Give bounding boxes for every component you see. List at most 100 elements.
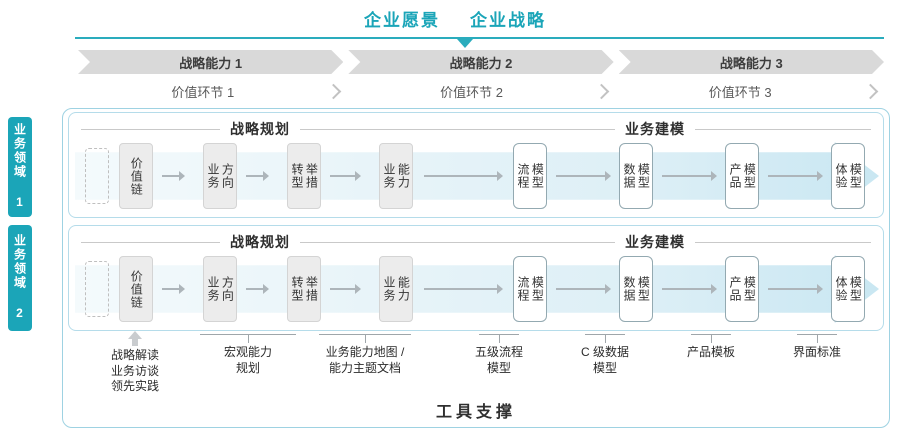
stage-box-transformation-initiatives: 转型 举措 bbox=[287, 143, 321, 209]
box-sequence: 价值链 业务 方向 转型 举措 业务 能力 流程 模型 数据 模型 产品 模型 … bbox=[75, 254, 879, 324]
divider-line bbox=[694, 241, 871, 243]
strategic-capability-bands: 战略能力 1 战略能力 2 战略能力 3 bbox=[78, 50, 884, 74]
model-box-product-model: 产品 模型 bbox=[725, 256, 759, 322]
domain-row-2: 战略规划 业务建模 价值链 业务 方向 转型 举措 业务 能力 流程 模型 数据… bbox=[68, 225, 884, 331]
annotation-macro-capability-planning: 宏观能力 规划 bbox=[200, 334, 296, 376]
right-arrow-icon bbox=[162, 284, 185, 294]
strategy-title: 企业战略 bbox=[470, 11, 546, 30]
domain-label-2: 业务领域 2 bbox=[8, 225, 32, 331]
model-box-experience-model: 体验 模型 bbox=[831, 256, 865, 322]
right-arrow-icon bbox=[662, 171, 717, 181]
right-arrow-icon bbox=[556, 171, 611, 181]
value-link-1: 价值环节 1 bbox=[171, 84, 235, 100]
domain-label-1: 业务领域 1 bbox=[8, 117, 32, 217]
section-title-business-modeling: 业务建模 bbox=[624, 121, 685, 137]
model-box-product-model: 产品 模型 bbox=[725, 143, 759, 209]
model-label: 数据 模型 bbox=[622, 163, 651, 189]
annotation-text: 产品模板 bbox=[686, 345, 736, 359]
section-title-strategic-planning: 战略规划 bbox=[229, 234, 290, 250]
stage-box-value-chain: 价值链 bbox=[119, 256, 153, 322]
vision-title: 企业愿景 bbox=[364, 11, 440, 30]
section-title-business-modeling: 业务建模 bbox=[624, 234, 685, 250]
tick-mark bbox=[690, 334, 731, 343]
stage-label: 业务 能力 bbox=[382, 163, 411, 189]
annotation-strategy-inputs: 战略解读 业务访谈 领先实践 bbox=[111, 331, 159, 395]
model-box-process-model: 流程 模型 bbox=[513, 256, 547, 322]
annotation-product-template: 产品模板 bbox=[687, 334, 735, 361]
value-link-row: 价值环节 1 价值环节 2 价值环节 3 bbox=[78, 80, 884, 102]
tick-mark bbox=[796, 334, 837, 343]
right-arrow-icon bbox=[768, 284, 823, 294]
annotation-interface-standard: 界面标准 bbox=[793, 334, 841, 361]
divider-line bbox=[694, 128, 871, 130]
model-box-process-model: 流程 模型 bbox=[513, 143, 547, 209]
model-label: 流程 模型 bbox=[516, 276, 545, 302]
capability-label: 战略能力 3 bbox=[719, 55, 783, 71]
right-arrow-icon bbox=[424, 284, 503, 294]
annotation-c-level-data-model: C 级数据 模型 bbox=[581, 334, 629, 376]
model-label: 体验 模型 bbox=[834, 163, 863, 189]
stage-box-business-capability: 业务 能力 bbox=[379, 143, 413, 209]
stage-box-transformation-initiatives: 转型 举措 bbox=[287, 256, 321, 322]
divider-line bbox=[299, 128, 615, 130]
row-body: 价值链 业务 方向 转型 举措 业务 能力 流程 模型 数据 模型 产品 模型 … bbox=[75, 141, 879, 211]
model-label: 产品 模型 bbox=[728, 276, 757, 302]
stage-label: 业务 方向 bbox=[206, 163, 235, 189]
row-header: 战略规划 业务建模 bbox=[81, 232, 871, 252]
down-triangle-icon bbox=[457, 39, 473, 48]
annotation-text: 宏观能力 规划 bbox=[223, 345, 272, 375]
stage-label: 价值链 bbox=[129, 156, 144, 196]
up-arrow-icon bbox=[127, 331, 142, 346]
stage-label: 价值链 bbox=[129, 269, 144, 309]
annotation-text: C 级数据 模型 bbox=[580, 345, 630, 375]
stage-box-business-direction: 业务 方向 bbox=[203, 143, 237, 209]
right-arrow-icon bbox=[556, 284, 611, 294]
right-arrow-icon bbox=[768, 171, 823, 181]
capability-band-3: 战略能力 3 bbox=[619, 50, 884, 74]
domain-row-1: 战略规划 业务建模 价值链 业务 方向 转型 举措 业务 能力 流程 模型 数据… bbox=[68, 112, 884, 218]
divider-line bbox=[81, 241, 220, 243]
right-arrow-icon bbox=[246, 171, 269, 181]
right-arrow-icon bbox=[162, 171, 185, 181]
divider-line bbox=[299, 241, 615, 243]
tool-support-title: 工具支撑 bbox=[435, 404, 516, 421]
annotation-text: 五级流程 模型 bbox=[474, 345, 524, 375]
model-label: 流程 模型 bbox=[516, 163, 545, 189]
model-box-experience-model: 体验 模型 bbox=[831, 143, 865, 209]
value-link-3: 价值环节 3 bbox=[708, 84, 772, 100]
model-box-data-model: 数据 模型 bbox=[619, 256, 653, 322]
annotation-level5-process-model: 五级流程 模型 bbox=[475, 334, 523, 376]
annotation-text: 业务能力地图 / 能力主题文档 bbox=[325, 345, 405, 375]
tick-mark bbox=[584, 334, 625, 343]
model-label: 数据 模型 bbox=[622, 276, 651, 302]
tick-mark bbox=[319, 334, 411, 343]
annotation-capability-map: 业务能力地图 / 能力主题文档 bbox=[319, 334, 411, 376]
capability-label: 战略能力 2 bbox=[449, 55, 513, 71]
right-arrow-icon bbox=[662, 284, 717, 294]
right-arrow-icon bbox=[330, 171, 361, 181]
stage-box-business-capability: 业务 能力 bbox=[379, 256, 413, 322]
value-link-2: 价值环节 2 bbox=[440, 84, 503, 100]
row-body: 价值链 业务 方向 转型 举措 业务 能力 流程 模型 数据 模型 产品 模型 … bbox=[75, 254, 879, 324]
stage-box-business-direction: 业务 方向 bbox=[203, 256, 237, 322]
chevron-right-icon bbox=[325, 83, 341, 99]
stage-box-value-chain: 价值链 bbox=[119, 143, 153, 209]
capability-label: 战略能力 1 bbox=[179, 55, 243, 71]
capability-band-2: 战略能力 2 bbox=[348, 50, 613, 74]
divider-line bbox=[81, 128, 220, 130]
stage-label: 转型 举措 bbox=[290, 163, 319, 189]
placeholder-dashed-box bbox=[85, 148, 109, 204]
chevron-right-icon bbox=[862, 83, 879, 99]
tick-mark bbox=[478, 334, 519, 343]
section-title-strategic-planning: 战略规划 bbox=[229, 121, 290, 137]
stage-label: 转型 举措 bbox=[290, 276, 319, 302]
right-arrow-icon bbox=[424, 171, 503, 181]
box-sequence: 价值链 业务 方向 转型 举措 业务 能力 流程 模型 数据 模型 产品 模型 … bbox=[75, 141, 879, 211]
tick-mark bbox=[200, 334, 296, 343]
chevron-right-icon bbox=[594, 83, 610, 99]
top-title-row: 企业愿景 企业战略 bbox=[0, 6, 910, 31]
placeholder-dashed-box bbox=[85, 261, 109, 317]
right-arrow-icon bbox=[246, 284, 269, 294]
stage-label: 业务 方向 bbox=[206, 276, 235, 302]
